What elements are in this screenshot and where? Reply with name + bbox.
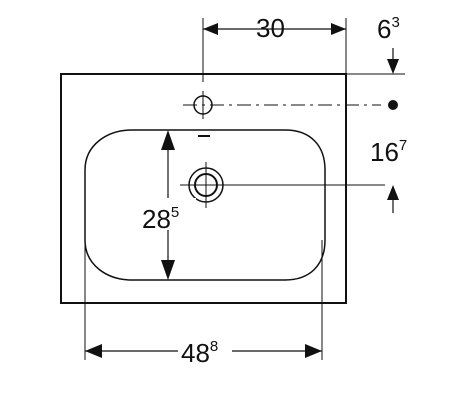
arrow-right-width bbox=[305, 344, 322, 358]
arrow-down-depth bbox=[161, 260, 175, 280]
arrow-right bbox=[331, 23, 346, 35]
bowl-width-label: 488 bbox=[181, 338, 218, 368]
arrow-up-drain bbox=[387, 185, 399, 200]
drain-icon bbox=[180, 162, 232, 208]
arrow-down-top bbox=[387, 59, 399, 74]
hole-offset-top-label: 63 bbox=[377, 14, 400, 44]
arrow-left bbox=[203, 23, 218, 35]
bowl-depth-label-bg bbox=[140, 198, 196, 230]
bowl-width-label-bg bbox=[178, 334, 232, 366]
bowl-outline bbox=[84, 129, 326, 281]
tap-centerline-dot bbox=[388, 100, 398, 110]
bowl-depth-label: 285 bbox=[142, 204, 179, 234]
arrow-left-width bbox=[85, 344, 102, 358]
drain-offset-label: 167 bbox=[370, 137, 407, 167]
arrow-up-depth bbox=[161, 130, 175, 150]
hole-spacing-label: 30 bbox=[256, 13, 285, 43]
